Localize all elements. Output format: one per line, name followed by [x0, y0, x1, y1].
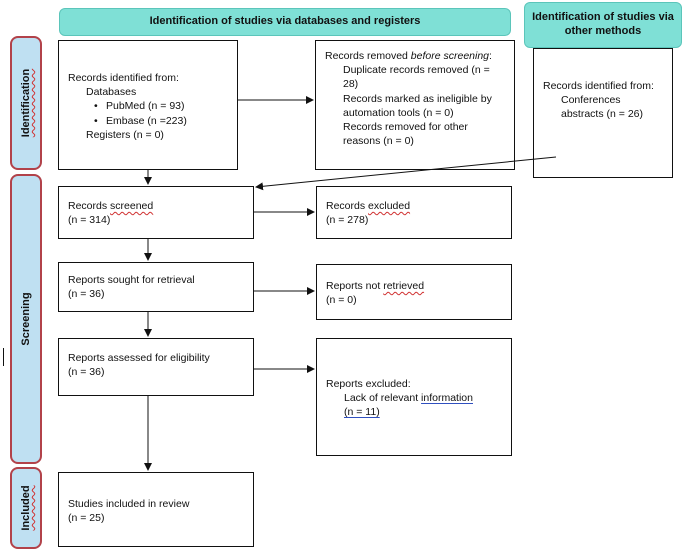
reports-not-retrieved-count: (n = 0) — [326, 294, 357, 307]
reports-not-retrieved-box: Reports not retrieved (n = 0) — [316, 264, 512, 320]
conferences-count: Conferences abstracts (n = 26) — [561, 94, 643, 121]
embase-count: Embase (n =223) — [68, 114, 228, 128]
reports-sought-box: Reports sought for retrieval (n = 36) — [58, 262, 254, 312]
records-screened-count: (n = 314) — [68, 214, 111, 227]
reports-assessed-box: Reports assessed for eligibility (n = 36… — [58, 338, 254, 396]
phase-identification: Identification — [10, 36, 42, 170]
header-other-methods: Identification of studies via other meth… — [524, 2, 682, 48]
reports-sought-count: (n = 36) — [68, 288, 105, 301]
reports-excluded-box: Reports excluded: Lack of relevant infor… — [316, 338, 512, 456]
studies-included-label: Studies included in review — [68, 498, 190, 510]
reports-excluded-reason: Lack of relevant information — [344, 392, 473, 405]
pubmed-count: PubMed (n = 93) — [68, 99, 228, 113]
records-removed-title: Records removed before screening: — [325, 50, 492, 62]
header-other-text: Identification of studies via other meth… — [532, 11, 674, 37]
records-screened-box: Records screened (n = 314) — [58, 186, 254, 239]
records-excluded-count: (n = 278) — [326, 214, 369, 227]
other-reasons-removed: Records removed for other reasons (n = 0… — [343, 120, 468, 148]
studies-included-count: (n = 25) — [68, 512, 105, 525]
duplicates-removed: Duplicate records removed (n = 28) — [343, 64, 490, 91]
records-excluded-box: Records excluded (n = 278) — [316, 186, 512, 239]
reports-assessed-label: Reports assessed for eligibility — [68, 352, 210, 364]
phase-included: Included — [10, 467, 42, 549]
records-identified-title: Records identified from: — [68, 72, 179, 84]
header-databases: Identification of studies via databases … — [59, 8, 511, 36]
registers-count: Registers (n = 0) — [86, 128, 164, 141]
other-methods-title: Records identified from: — [543, 80, 654, 92]
records-screened-label: Records screened — [68, 200, 154, 212]
records-excluded-label: Records excluded — [326, 200, 411, 212]
reports-excluded-title: Reports excluded: — [326, 378, 411, 390]
studies-included-box: Studies included in review (n = 25) — [58, 472, 254, 547]
records-removed-box: Records removed before screening: Duplic… — [315, 40, 515, 170]
databases-label: Databases — [86, 86, 137, 99]
stray-mark — [3, 348, 4, 366]
reports-excluded-count: (n = 11) — [344, 406, 380, 419]
reports-sought-label: Reports sought for retrieval — [68, 274, 195, 286]
header-databases-text: Identification of studies via databases … — [149, 15, 421, 28]
other-methods-box: Records identified from: Conferences abs… — [533, 48, 673, 178]
phase-screening: Screening — [10, 174, 42, 464]
records-identified-box: Records identified from: Databases PubMe… — [58, 40, 238, 170]
automation-removed: Records marked as ineligible by automati… — [343, 92, 492, 119]
reports-not-retrieved-label: Reports not retrieved — [326, 280, 425, 292]
reports-assessed-count: (n = 36) — [68, 366, 105, 379]
arrow-other-to-screened — [255, 156, 557, 191]
